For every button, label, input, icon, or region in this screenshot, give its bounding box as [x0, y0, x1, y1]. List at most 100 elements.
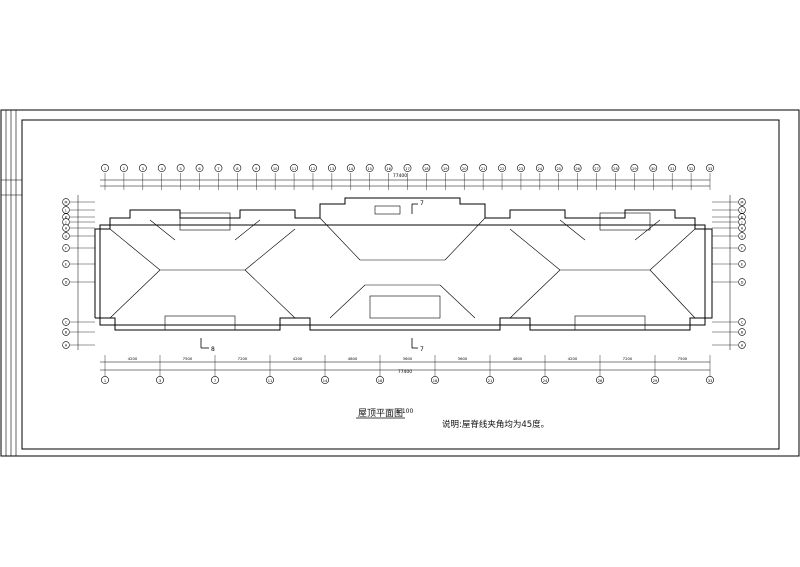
ridge-lines [109, 205, 696, 331]
axis-label-bottom: 14 [323, 379, 328, 383]
ridge-line [649, 228, 696, 271]
building-inner-line [99, 224, 706, 326]
axis-label-top: 9 [255, 167, 258, 171]
axis-label-right: J [741, 220, 743, 224]
axis-bubble-bottom [376, 376, 384, 384]
axis-label-top: 16 [386, 167, 391, 171]
axis-label-right: G [741, 234, 744, 238]
dimension-value-bottom: 7500 [678, 356, 688, 361]
axis-label-top: 2 [123, 167, 125, 171]
axis-bubble-right [738, 260, 746, 268]
axis-bubble-top [403, 164, 412, 172]
axis-bubble-right [738, 198, 746, 206]
axis-label-right: L [741, 208, 743, 212]
sheet-inner-border [21, 119, 780, 450]
section-mark-lower-left-label: 8 [211, 346, 215, 353]
axis-label-top: 28 [613, 167, 618, 171]
drawing-scale: 1:100 [396, 408, 414, 415]
axis-bubble-top [611, 164, 620, 172]
axis-bubble-top [271, 164, 280, 172]
axis-bubble-top [592, 164, 601, 172]
axis-lines [70, 173, 738, 376]
building-outline [94, 197, 713, 331]
ridge-line [559, 219, 586, 241]
axis-label-top: 12 [311, 167, 316, 171]
ridge-line [244, 269, 296, 319]
axis-label-bottom: 33 [708, 379, 713, 383]
axis-bubble-bottom [211, 376, 219, 384]
dimension-value-bottom: 7200 [238, 356, 248, 361]
dimension-value-bottom: 3600 [458, 356, 468, 361]
axis-bubble-bottom [596, 376, 604, 384]
axis-label-top: 17 [405, 167, 410, 171]
title-strip [1, 110, 22, 456]
axis-label-bottom: 29 [653, 379, 658, 383]
axis-label-top: 26 [575, 167, 580, 171]
axis-bubble-bottom [266, 376, 274, 384]
axis-label-top: 21 [481, 167, 486, 171]
axis-bubble-left [62, 198, 70, 206]
axis-bubble-top [687, 164, 695, 172]
bottom-total-dimension: 77400 [398, 369, 412, 375]
roof-feature [179, 212, 231, 231]
axis-bubble-top [384, 164, 393, 172]
axis-label-left: C [65, 320, 68, 324]
axis-label-top: 14 [348, 167, 353, 171]
axis-label-top: 1 [104, 167, 106, 171]
ridge-line [319, 217, 361, 261]
axis-label-top: 7 [217, 167, 219, 171]
dimension-value-bottom: 7500 [183, 356, 193, 361]
axis-bubble-top [668, 164, 677, 172]
ridge-line [509, 228, 561, 271]
axis-label-left: A [65, 343, 68, 347]
dimension-value-bottom: 3600 [403, 356, 413, 361]
axis-label-top: 29 [632, 167, 637, 171]
axis-label-bottom: 24 [543, 379, 548, 383]
ridge-line [234, 219, 261, 241]
axis-bubble-left [62, 244, 70, 252]
section-mark-lower-center [411, 338, 418, 349]
axis-bubble-right [738, 278, 746, 286]
dimension-lines [77, 179, 731, 371]
axis-label-bottom: 11 [268, 379, 273, 383]
ridge-line [444, 217, 486, 261]
roof-feature [599, 212, 651, 231]
ridge-line [109, 269, 161, 319]
roof-feature [164, 315, 236, 331]
ridge-line [649, 269, 696, 319]
ridge-line [509, 269, 561, 319]
axis-bubble-right [738, 224, 746, 232]
axis-label-left: D [65, 280, 68, 284]
axis-bubble-top [157, 164, 166, 172]
axis-bubble-bottom [651, 376, 659, 384]
axis-bubble-top [252, 164, 261, 172]
axis-label-top: 4 [161, 167, 164, 171]
axis-label-left: E [65, 262, 67, 266]
axis-bubble-top [498, 164, 506, 172]
axis-label-top: 32 [689, 167, 694, 171]
axis-label-top: 25 [556, 167, 561, 171]
axis-label-left: K [65, 215, 68, 219]
axis-bubble-left [62, 232, 70, 240]
axis-label-left: F [65, 246, 67, 250]
dimension-value-bottom: 4200 [128, 356, 138, 361]
axis-bubble-top [138, 164, 147, 172]
axis-bubble-right [738, 341, 746, 349]
section-mark-upper [411, 203, 418, 214]
axis-bubble-bottom [156, 376, 164, 384]
axis-label-right: D [741, 280, 744, 284]
axis-bubble-top [176, 164, 185, 172]
axis-bubble-top [630, 164, 639, 172]
axis-label-left: H [65, 226, 68, 230]
axis-label-bottom: 16 [378, 379, 383, 383]
axis-bubble-top [706, 164, 714, 172]
axis-bubble-bottom [431, 376, 439, 384]
axis-bubble-top [309, 164, 317, 172]
axis-bubble-right [738, 244, 746, 252]
top-total-dimension: 77400 [393, 173, 407, 179]
axis-bubble-left [62, 260, 70, 268]
axis-bubble-top [214, 164, 223, 172]
axis-label-top: 11 [292, 167, 297, 171]
dimension-value-bottom: 4800 [348, 356, 358, 361]
axis-bubble-right [738, 318, 746, 326]
